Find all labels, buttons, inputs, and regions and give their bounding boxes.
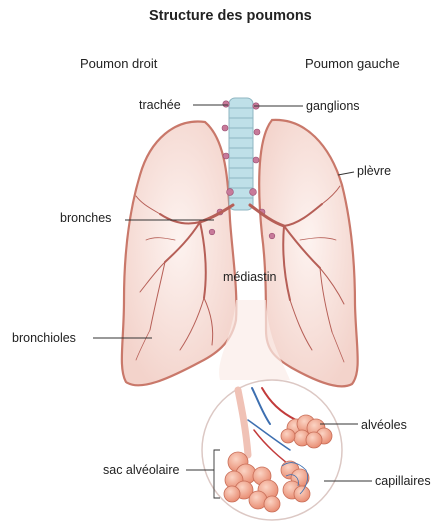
right-lung-header: Poumon droit: [80, 57, 157, 71]
left-lung-header: Poumon gauche: [305, 57, 400, 71]
right-lung: [122, 122, 237, 386]
label-trachea: trachée: [139, 98, 181, 112]
label-bronchioles: bronchioles: [12, 331, 76, 345]
label-lymph-nodes: ganglions: [306, 99, 360, 113]
label-alveoli: alvéoles: [361, 418, 407, 432]
label-alveolar-sac: sac alvéolaire: [103, 463, 179, 477]
label-bronchi: bronches: [60, 211, 111, 225]
label-mediastinum: médiastin: [223, 270, 277, 284]
label-capillaries: capillaires: [375, 474, 431, 488]
diagram-title: Structure des poumons: [149, 9, 312, 23]
label-pleura: plèvre: [357, 164, 391, 178]
